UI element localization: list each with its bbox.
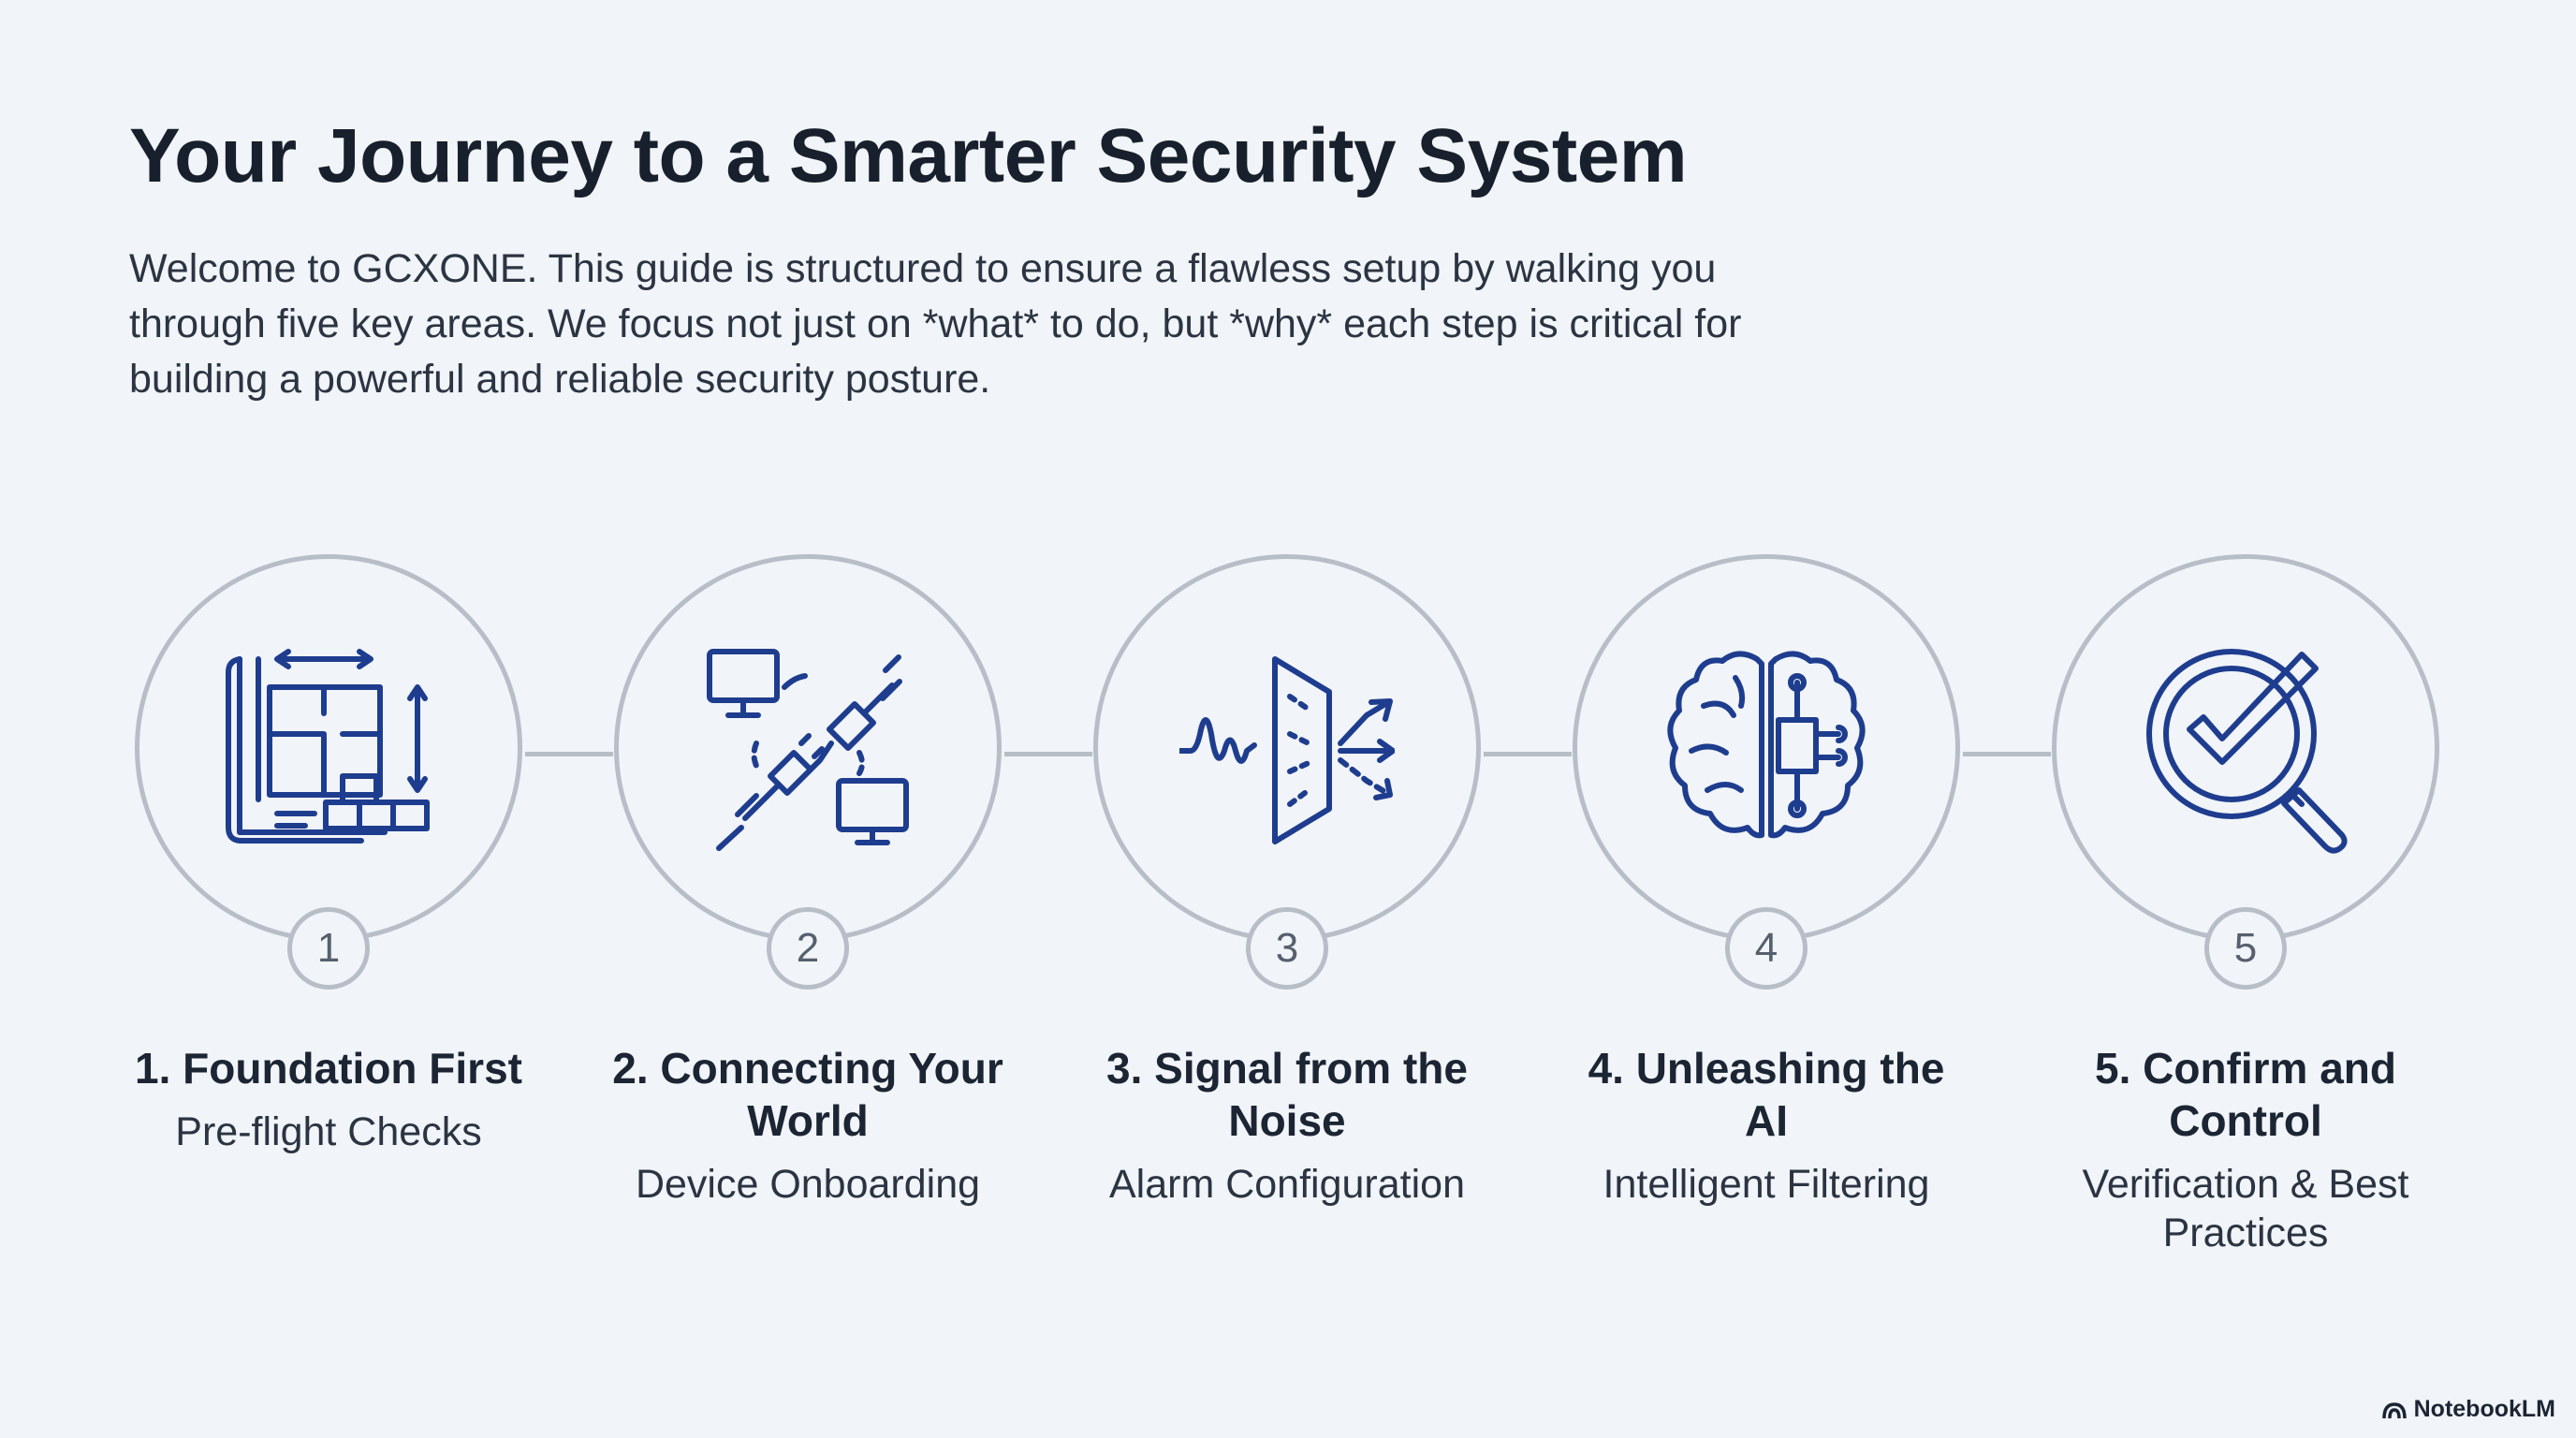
step-2-text: 2. Connecting Your World Device Onboardi…: [574, 1042, 1042, 1209]
connector-2-3: [1004, 752, 1092, 756]
step-3-circle: [1093, 554, 1481, 942]
step-1-number: 1: [287, 907, 370, 990]
notebooklm-logo-icon: [2381, 1401, 2407, 1418]
step-3-number: 3: [1246, 907, 1328, 990]
step-4-circle: [1573, 554, 1960, 942]
step-2-subtitle: Device Onboarding: [635, 1162, 981, 1207]
ai-brain-icon: [1667, 651, 1866, 839]
step-1-title: 1. Foundation First: [135, 1044, 522, 1093]
blueprint-blocks-icon: [226, 649, 430, 844]
step-2-title: 2. Connecting Your World: [612, 1044, 1003, 1145]
step-4-text: 4. Unleashing the AI Intelligent Filteri…: [1532, 1042, 2000, 1209]
step-5-circle: [2052, 554, 2439, 942]
step-3-title: 3. Signal from the Noise: [1106, 1044, 1468, 1145]
step-4-title: 4. Unleashing the AI: [1588, 1044, 1945, 1145]
brand-label: NotebookLM: [2413, 1396, 2555, 1422]
connector-1-2: [525, 752, 613, 756]
step-5-subtitle: Verification & Best Practices: [2082, 1162, 2409, 1255]
step-4-number: 4: [1725, 907, 1808, 990]
step-1-subtitle: Pre-flight Checks: [175, 1109, 482, 1154]
step-2-number: 2: [767, 907, 849, 990]
signal-filter-icon: [1179, 656, 1395, 844]
step-5-title: 5. Confirm and Control: [2094, 1044, 2397, 1145]
step-1-circle: [135, 554, 522, 942]
page-title: Your Journey to a Smarter Security Syste…: [129, 113, 1688, 198]
step-2-circle: [614, 554, 1002, 942]
step-4-subtitle: Intelligent Filtering: [1603, 1162, 1930, 1207]
step-1-text: 1. Foundation First Pre-flight Checks: [95, 1042, 563, 1156]
step-3-subtitle: Alarm Configuration: [1108, 1162, 1465, 1207]
step-5-number: 5: [2204, 907, 2287, 990]
brand-watermark: NotebookLM: [2381, 1396, 2555, 1423]
step-5-text: 5. Confirm and Control Verification & Be…: [2012, 1042, 2480, 1257]
connector-4-5: [1963, 752, 2051, 756]
intro-text: Welcome to GCXONE. This guide is structu…: [129, 246, 1742, 402]
plug-devices-icon: [707, 649, 909, 851]
check-magnifier-icon: [2146, 649, 2348, 854]
step-3-text: 3. Signal from the Noise Alarm Configura…: [1053, 1042, 1521, 1209]
connector-3-4: [1484, 752, 1572, 756]
